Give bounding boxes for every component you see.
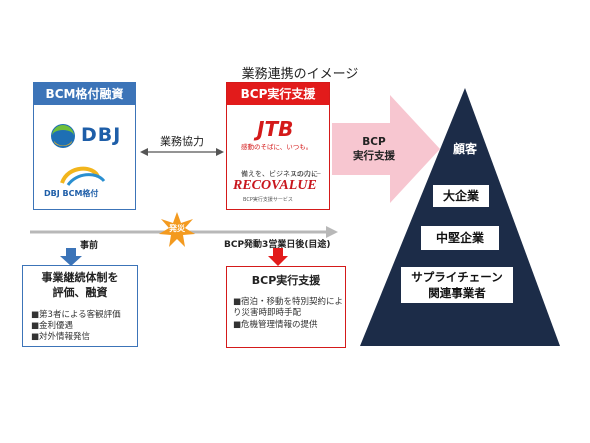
disaster-burst-icon: [159, 212, 195, 247]
bcp-support-header: BCP実行支援: [227, 83, 329, 105]
before-arrow: [60, 248, 82, 266]
cooperation-label: 業務協力: [160, 135, 204, 148]
dbj-bcm-logo-text: DBJ BCM格付: [44, 189, 99, 198]
tier-midsize-enterprise: 中堅企業: [420, 225, 500, 251]
bcm-swirl-icon: [60, 166, 106, 186]
bcm-evaluation-title: 事業継続体制を 評価、融資: [41, 271, 119, 299]
pyramid-top-label: 顧客: [452, 142, 477, 156]
bcm-evaluation-box: 事業継続体制を 評価、融資 ■第3者による客観評価 ■金利優遇 ■対外情報発信: [22, 265, 138, 347]
jtb-tagline: 感動のそばに、いつも。: [241, 143, 313, 151]
bcp-bullet-2: ■危機管理情報の提供: [233, 320, 318, 330]
bcp-timing-arrow: [268, 248, 288, 266]
dbj-logo: DBJ: [50, 121, 130, 151]
recovalue-service: BCP実行支援サービス: [243, 197, 293, 203]
dbj-bcm-logo: DBJ BCM格付: [42, 163, 132, 203]
bcp-support-arrow-label: BCP 実行支援: [353, 136, 395, 162]
bcp-execution-box: BCP実行支援 ■宿泊・移動を特別契約によ り災害時即時手配 ■危機管理情報の提…: [226, 266, 346, 348]
before-label: 事前: [80, 241, 99, 251]
recovalue-logo: RECOVALUE: [233, 178, 317, 193]
dbj-globe-icon: [51, 124, 75, 148]
bcp-bullet-1: ■宿泊・移動を特別契約によ り災害時即時手配: [233, 297, 344, 318]
bcm-rating-header: BCM格付融資: [34, 83, 135, 105]
bcp-support-box: BCP実行支援 JTB 感動のそばに、いつも。 備えを、ビジネスの力に リコバリ…: [226, 82, 330, 210]
cooperation-arrow: [140, 148, 224, 156]
tier-large-enterprise: 大企業: [432, 184, 490, 208]
recovalue-small: リコバリュー: [291, 172, 322, 178]
bcm-bullet-1: ■第3者による客観評価: [31, 310, 121, 320]
recovalue-tagline: 備えを、ビジネスの力に: [241, 170, 318, 178]
bcp-support-arrow: [332, 95, 440, 203]
jtb-logo: JTB: [257, 117, 294, 141]
diagram-title: 業務連携のイメージ: [241, 67, 359, 82]
bcp-execution-title: BCP実行支援: [251, 274, 321, 287]
customer-pyramid: [360, 88, 560, 346]
bcm-bullet-3: ■対外情報発信: [31, 332, 91, 342]
tier-supply-chain: サプライチェーン 関連事業者: [400, 266, 514, 304]
dbj-logo-text: DBJ: [81, 124, 122, 146]
bcm-bullet-2: ■金利優遇: [31, 321, 74, 331]
disaster-label: 発災: [169, 224, 185, 233]
bcp-timing-label: BCP発動3営業日後(目途): [224, 240, 331, 250]
bcm-rating-box: BCM格付融資 DBJ DBJ BCM格付: [33, 82, 136, 210]
